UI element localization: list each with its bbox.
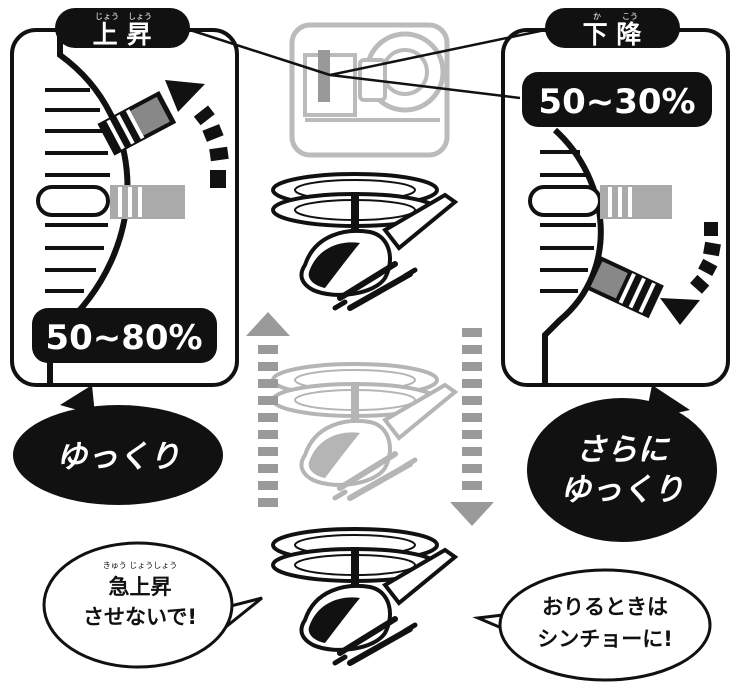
- svg-text:ゆっくり: ゆっくり: [560, 472, 684, 508]
- descend-title: 下 降: [583, 20, 643, 49]
- helicopter-icon: [273, 174, 455, 308]
- controller-icon: [189, 22, 546, 158]
- descend-throttle-range: 50~30%: [538, 82, 695, 122]
- svg-text:か: か: [593, 12, 601, 21]
- up-arrow-icon: [246, 312, 290, 507]
- descend-caption: さらに ゆっくり: [527, 385, 717, 542]
- title-ruby: じょう: [95, 12, 119, 21]
- ascend-caption: ゆっくり: [13, 385, 223, 505]
- svg-text:おりるときは: おりるときは: [542, 595, 668, 619]
- helicopter-icon: [273, 529, 455, 663]
- svg-text:シンチョーに!: シンチョーに!: [537, 627, 673, 651]
- svg-text:さらに: さらに: [576, 432, 671, 468]
- svg-text:急上昇: 急上昇: [109, 575, 172, 599]
- descend-panel: か こう 下 降 50~30%: [501, 8, 730, 387]
- down-arrow-icon: [450, 328, 494, 526]
- helicopter-icon: [273, 364, 455, 498]
- ascend-panel: じょう しょう 上 昇 50~80%: [10, 8, 239, 387]
- warning-bubble-right: おりるときは シンチョーに!: [472, 568, 712, 682]
- ascend-title: 上 昇: [93, 20, 152, 49]
- svg-text:ゆっくり: ゆっくり: [56, 439, 180, 475]
- svg-text:こう: こう: [622, 12, 638, 21]
- warning-bubble-left: きゅう じょうしょう 急上昇 させないで!: [42, 541, 263, 669]
- svg-text:させないで!: させないで!: [83, 605, 197, 629]
- svg-text:きゅう じょうしょう: きゅう じょうしょう: [103, 561, 178, 570]
- ascend-throttle-range: 50~80%: [45, 318, 202, 358]
- throttle-lever-icon: [36, 185, 185, 219]
- title-ruby: しょう: [128, 12, 152, 21]
